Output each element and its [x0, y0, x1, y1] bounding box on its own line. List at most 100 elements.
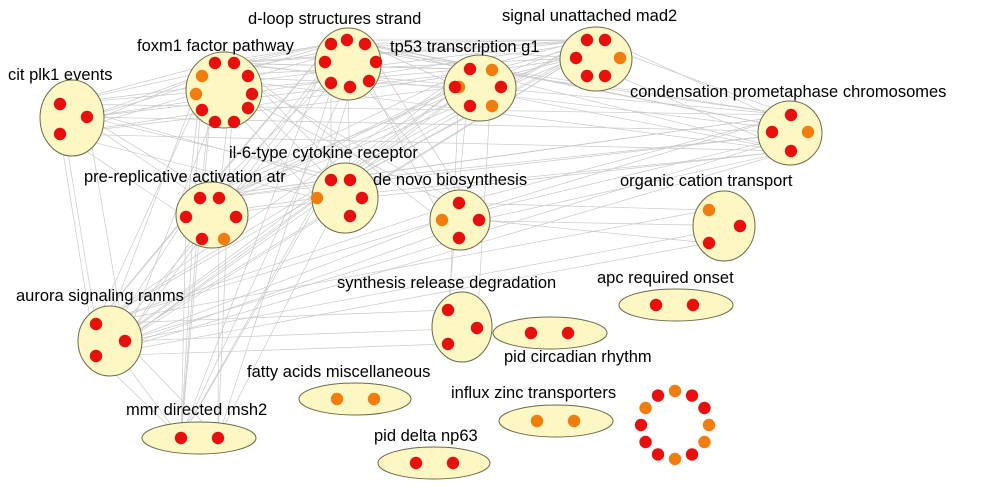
gene-node[interactable] — [324, 173, 338, 187]
gene-node[interactable] — [358, 37, 372, 51]
gene-node[interactable] — [686, 298, 700, 312]
gene-node[interactable] — [598, 33, 612, 47]
gene-node[interactable] — [324, 37, 338, 51]
gene-node[interactable] — [452, 231, 466, 245]
unclustered-gene-node[interactable] — [685, 448, 699, 461]
gene-node[interactable] — [310, 191, 324, 205]
unclustered-gene-node[interactable] — [698, 401, 711, 415]
gene-node[interactable] — [217, 232, 231, 246]
cluster-synthesis-release-degradation[interactable] — [431, 291, 493, 363]
gene-node[interactable] — [580, 69, 594, 83]
cluster-influx-zinc-transporters[interactable] — [498, 404, 614, 438]
gene-node[interactable] — [472, 213, 486, 227]
cluster-mmr-directed-msh2[interactable] — [141, 421, 257, 455]
gene-node[interactable] — [174, 431, 188, 445]
cluster-signal-unattached-mad2[interactable] — [559, 26, 633, 92]
cluster-foxm1-factor-pathway[interactable] — [185, 51, 263, 129]
cluster-cit-plk1-events[interactable] — [39, 79, 105, 157]
gene-node[interactable] — [441, 337, 455, 351]
cluster-il-6-type-cytokine-receptor[interactable] — [310, 162, 379, 234]
gene-node[interactable] — [343, 173, 357, 187]
gene-node[interactable] — [567, 414, 581, 428]
cluster-pre-replicative-activation-atr[interactable] — [175, 181, 249, 249]
gene-node[interactable] — [53, 97, 67, 111]
gene-node[interactable] — [702, 203, 716, 217]
unclustered-node-ring[interactable] — [634, 384, 716, 466]
cluster-pid-circadian-rhythm[interactable] — [492, 316, 608, 350]
gene-node[interactable] — [524, 326, 538, 340]
gene-node[interactable] — [463, 99, 477, 113]
gene-node[interactable] — [435, 213, 449, 227]
gene-node[interactable] — [485, 63, 499, 77]
gene-node[interactable] — [485, 99, 499, 113]
cluster-tp53-transcription-g1[interactable] — [443, 54, 517, 122]
gene-node[interactable] — [613, 51, 627, 65]
gene-node[interactable] — [369, 55, 383, 69]
gene-node[interactable] — [340, 33, 354, 47]
gene-node[interactable] — [229, 210, 243, 224]
gene-node[interactable] — [208, 56, 222, 70]
cluster-pid-delta-np63[interactable] — [377, 446, 491, 480]
gene-node[interactable] — [318, 55, 332, 69]
gene-node[interactable] — [241, 69, 255, 83]
gene-node[interactable] — [118, 334, 132, 348]
gene-node[interactable] — [355, 191, 369, 205]
cluster-apc-required-onset[interactable] — [618, 288, 734, 322]
gene-node[interactable] — [580, 33, 594, 47]
cluster-de-novo-biosynthesis[interactable] — [429, 189, 491, 251]
gene-node[interactable] — [362, 74, 376, 88]
gene-node[interactable] — [89, 317, 103, 331]
gene-node[interactable] — [367, 392, 381, 406]
gene-node[interactable] — [702, 236, 716, 250]
gene-node[interactable] — [649, 298, 663, 312]
gene-node[interactable] — [446, 456, 460, 470]
cluster-condensation-prometaphase-chromosomes[interactable] — [757, 100, 823, 166]
cluster-aurora-signaling-ranms[interactable] — [77, 305, 143, 377]
unclustered-gene-node[interactable] — [651, 448, 665, 461]
gene-node[interactable] — [343, 80, 357, 94]
gene-node[interactable] — [189, 87, 203, 101]
gene-node[interactable] — [801, 125, 815, 139]
gene-node[interactable] — [241, 101, 255, 115]
gene-node[interactable] — [569, 51, 583, 65]
gene-node[interactable] — [470, 321, 484, 335]
gene-node[interactable] — [494, 80, 508, 94]
gene-node[interactable] — [89, 349, 103, 363]
unclustered-gene-node[interactable] — [702, 418, 716, 432]
gene-node[interactable] — [409, 456, 423, 470]
gene-node[interactable] — [212, 191, 226, 205]
unclustered-gene-node[interactable] — [698, 435, 711, 449]
gene-node[interactable] — [452, 196, 466, 210]
unclustered-gene-node[interactable] — [651, 389, 665, 402]
gene-node[interactable] — [80, 110, 94, 124]
gene-node[interactable] — [195, 103, 209, 117]
gene-node[interactable] — [784, 144, 798, 158]
unclustered-gene-node[interactable] — [685, 389, 699, 402]
gene-node[interactable] — [245, 87, 259, 101]
gene-node[interactable] — [343, 209, 357, 223]
gene-node[interactable] — [227, 115, 241, 129]
gene-node[interactable] — [330, 392, 344, 406]
gene-node[interactable] — [441, 303, 455, 317]
gene-node[interactable] — [195, 232, 209, 246]
gene-node[interactable] — [733, 219, 747, 233]
gene-node[interactable] — [53, 127, 67, 141]
unclustered-gene-node[interactable] — [634, 418, 648, 432]
gene-node[interactable] — [598, 69, 612, 83]
gene-node[interactable] — [193, 191, 207, 205]
unclustered-gene-node[interactable] — [668, 384, 682, 398]
gene-node[interactable] — [179, 210, 193, 224]
gene-node[interactable] — [208, 115, 222, 129]
gene-node[interactable] — [784, 108, 798, 122]
cluster-d-loop-structures-strand[interactable] — [314, 27, 383, 101]
gene-node[interactable] — [211, 431, 225, 445]
gene-node[interactable] — [463, 62, 477, 76]
gene-node[interactable] — [195, 69, 209, 83]
gene-node[interactable] — [324, 76, 338, 90]
cluster-fatty-acids-miscellaneous[interactable] — [298, 382, 412, 416]
gene-node[interactable] — [227, 56, 241, 70]
gene-node[interactable] — [530, 414, 544, 428]
gene-node[interactable] — [765, 125, 779, 139]
cluster-organic-cation-transport[interactable] — [692, 190, 756, 262]
gene-node[interactable] — [448, 80, 462, 94]
